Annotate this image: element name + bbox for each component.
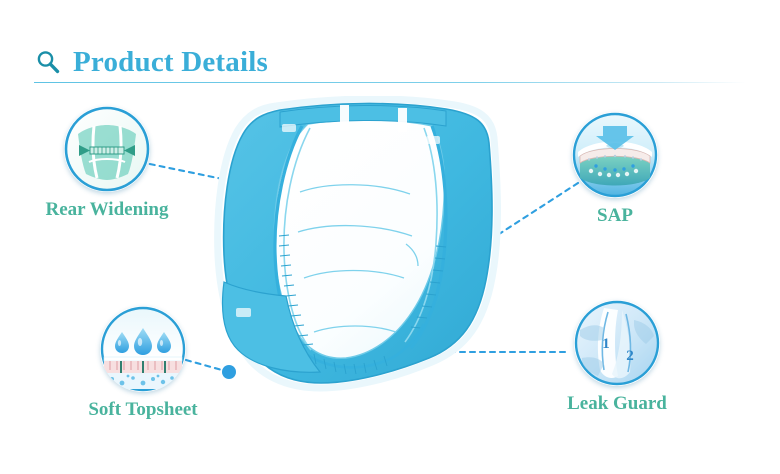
waistband-channel-left [340,105,349,131]
leak-guard-icon: 1 2 [574,300,660,386]
title-divider [34,82,746,83]
leak-guard-marker-1: 1 [602,336,610,352]
bottom-elastic [305,323,426,369]
feature-rear-widening[interactable]: Rear Widening [22,106,192,221]
soft-topsheet-icon [100,306,186,392]
feature-leak-guard[interactable]: 1 2 Leak Guard [532,300,702,415]
sap-absorption-icon [572,112,658,198]
soft-topsheet-badge [100,306,186,392]
leg-cuff-right-inner [404,127,438,343]
leak-guard-barrier-2 [612,310,631,379]
page-header: Product Details [34,44,746,86]
sap-badge [572,112,658,198]
water-droplet-right [157,332,171,353]
feature-sap[interactable]: SAP [530,112,700,227]
feature-label-leak-guard: Leak Guard [567,393,667,414]
arrow-left [79,145,90,156]
product-illustration [214,96,501,392]
search-icon [34,48,62,76]
cuff-stitching-right [410,245,447,329]
waistband-channel-right [398,108,407,132]
front-waist-wing [221,281,322,373]
arrow-right [124,145,135,156]
rear-widening-badge [64,106,150,192]
rear-widening-icon [64,106,150,192]
water-droplet-center [134,328,152,355]
feature-label-soft-topsheet: Soft Topsheet [88,399,198,420]
feature-label-rear-widening: Rear Widening [45,199,169,220]
header-row: Product Details [34,44,746,80]
absorption-channels [120,361,166,374]
fastening-tab-left [282,124,296,132]
feature-label-sap: SAP [597,205,633,226]
fastening-tab-right [426,136,440,144]
cuff-stitching-left [278,234,314,346]
feature-soft-topsheet[interactable]: Soft Topsheet [58,306,228,421]
absorption-arrow [596,126,634,150]
core-contours [297,184,419,333]
water-droplet-left [115,332,129,353]
leak-guard-marker-2: 2 [626,348,634,364]
page-title: Product Details [73,45,268,78]
bottom-ruffle-stitching [313,353,388,375]
leg-cuff-right [409,125,448,349]
topsheet-fibers [109,361,177,370]
leak-guard-badge: 1 2 [574,300,660,386]
fastening-tab-front [236,308,251,317]
